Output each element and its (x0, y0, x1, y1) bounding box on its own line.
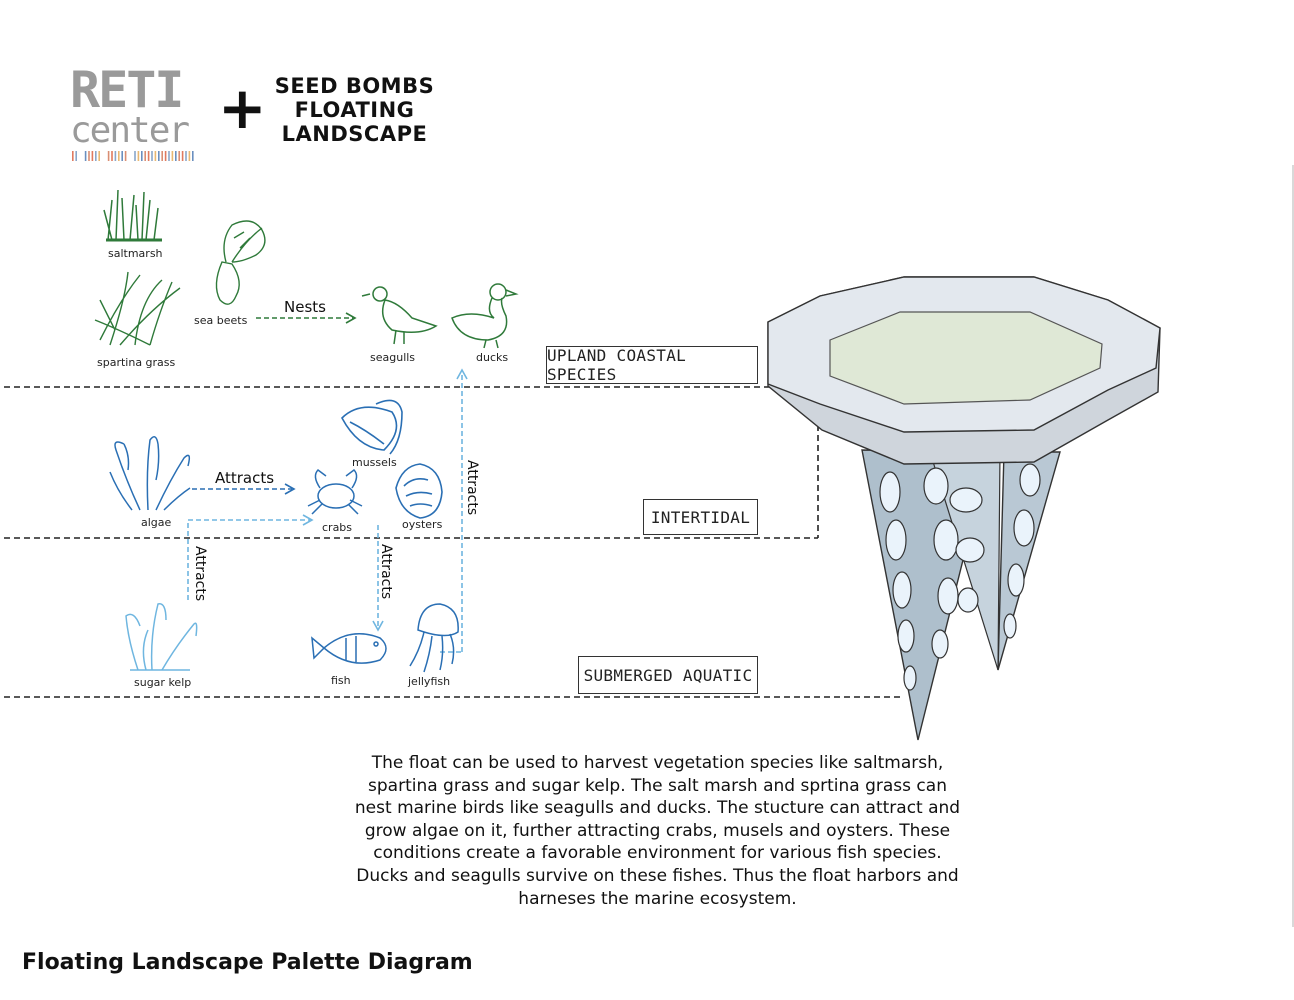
seagull-icon (361, 286, 438, 345)
crabs-label: crabs (322, 521, 353, 534)
spartina-grass-icon (94, 271, 181, 346)
attracts-label-algae-crabs: Attracts (215, 469, 275, 487)
logo-stripe (121, 151, 123, 161)
logo-stripe (151, 151, 153, 161)
jellyfish-icon (409, 603, 459, 673)
attracts-label-crabs-fish: Attracts (378, 544, 394, 600)
duck-icon (451, 283, 519, 349)
description-paragraph: The float can be used to harvest vegetat… (330, 752, 985, 910)
logo-stripe (144, 151, 146, 161)
logo-stripe (134, 151, 136, 161)
description-line: nest marine birds like seagulls and duck… (354, 798, 961, 819)
sugar-kelp-label: sugar kelp (134, 676, 192, 689)
logo-stripe (98, 151, 100, 161)
description-line: The float can be used to harvest vegetat… (371, 753, 944, 773)
jellyfish-ducks-arrow (440, 368, 468, 653)
description-line: spartina grass and sugar kelp. The salt … (368, 775, 947, 796)
nests-arrow (256, 312, 357, 324)
logo-stripe (137, 151, 140, 161)
sea-beets-label: sea beets (194, 314, 248, 327)
oysters-icon (395, 463, 443, 519)
logo-center-text: center (70, 110, 190, 151)
mussels-label: mussels (352, 456, 397, 469)
plus-sign: + (218, 74, 267, 142)
saltmarsh-label: saltmarsh (108, 247, 163, 260)
logo-stripe (147, 151, 150, 161)
diagram-title: Floating Landscape Palette Diagram (22, 950, 473, 975)
fish-icon (311, 633, 387, 664)
logo-stripe (95, 151, 97, 161)
logo-stripe (154, 151, 157, 161)
logo-stripe (192, 151, 194, 161)
logo-stripe (111, 151, 113, 161)
logo-stripe (75, 151, 77, 161)
logo-stripe (84, 151, 87, 161)
ducks-label: ducks (476, 351, 509, 364)
algae-crabs-arrow (192, 483, 296, 495)
logo-stripe (188, 151, 191, 161)
logo-reti-text: RETI (70, 61, 184, 119)
kelp-crabs-arrow (187, 514, 314, 600)
zone-upland-coastal-species: UPLAND COASTAL SPECIES (546, 346, 758, 384)
crabs-fish-arrow (372, 525, 384, 632)
algae-icon (109, 436, 191, 511)
leg-holes (879, 463, 1041, 691)
crabs-icon (307, 469, 363, 515)
description-line: grow algae on it, further attracting cra… (364, 820, 951, 841)
project-title-line: SEED BOMBS (274, 74, 435, 98)
zone-divider-lines (4, 386, 900, 698)
logo-stripe (185, 151, 187, 161)
logo-stripe (114, 151, 117, 161)
mussels-icon (341, 399, 403, 455)
sea-beets-icon (215, 220, 266, 305)
jellyfish-label: jellyfish (408, 675, 451, 688)
spartina-grass-label: spartina grass (97, 356, 176, 369)
logo-stripe (107, 151, 110, 161)
project-title-line: FLOATING (294, 98, 415, 122)
logo-stripe (124, 151, 127, 161)
description-line: harneses the marine ecosystem. (518, 888, 797, 909)
logo-stripe (171, 151, 174, 161)
logo-stripes-icon (72, 151, 194, 161)
logo-stripe (181, 151, 184, 161)
project-title-line: LANDSCAPE (281, 122, 428, 146)
float-structure-icon (767, 276, 1161, 741)
sugar-kelp-icon (125, 603, 198, 671)
logo-stripe (175, 151, 177, 161)
logo-stripe (88, 151, 90, 161)
zone-submerged-aquatic: SUBMERGED AQUATIC (578, 656, 758, 694)
seagulls-label: seagulls (370, 351, 416, 364)
logo-stripe (72, 151, 74, 161)
reti-center-logo: RETI center (70, 61, 196, 166)
nests-label: Nests (284, 298, 326, 316)
logo-stripe (161, 151, 163, 161)
logo-stripe (91, 151, 94, 161)
project-title: SEED BOMBS FLOATING LANDSCAPE (272, 74, 437, 146)
logo-stripe (141, 151, 143, 161)
fish-label: fish (331, 674, 351, 687)
oysters-label: oysters (402, 518, 443, 531)
page-edge-divider (1292, 165, 1294, 927)
zone-intertidal: INTERTIDAL (643, 499, 758, 535)
logo-stripe (178, 151, 180, 161)
logo-stripe (168, 151, 170, 161)
float-planting-bed (829, 311, 1103, 405)
saltmarsh-icon (103, 189, 162, 242)
logo-stripe (164, 151, 167, 161)
algae-label: algae (141, 516, 172, 529)
attracts-label-kelp: Attracts (192, 546, 208, 602)
description-line: conditions create a favorable environmen… (373, 843, 942, 864)
attracts-label-jellyfish-ducks: Attracts (464, 460, 480, 516)
description-line: Ducks and seagulls survive on these fish… (356, 865, 959, 886)
logo-stripe (158, 151, 160, 161)
logo-stripe (118, 151, 120, 161)
